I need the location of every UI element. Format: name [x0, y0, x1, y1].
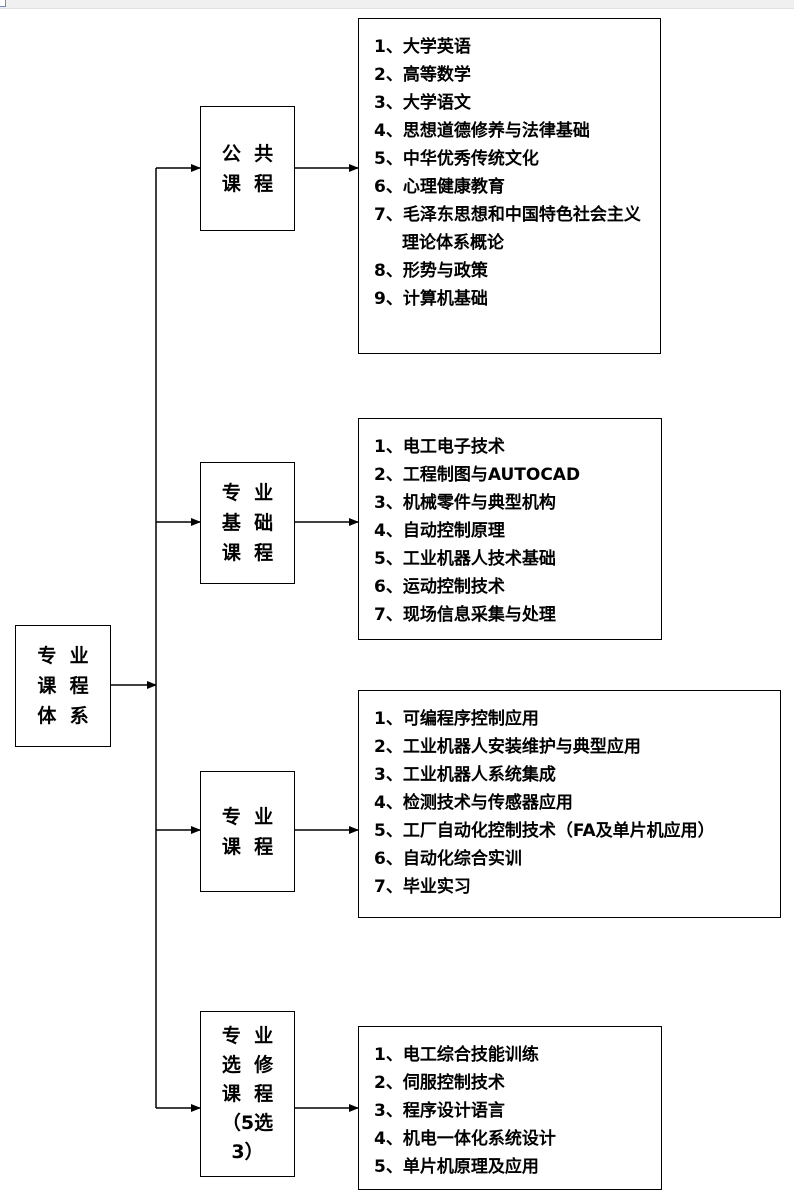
list-item: 7、毕业实习: [374, 877, 471, 897]
category-box-public-courses: 公 共 课 程: [200, 106, 295, 231]
list-item: 3、机械零件与典型机构: [374, 493, 556, 513]
list-item: 3、程序设计语言: [374, 1101, 505, 1121]
list-item: 1、大学英语: [374, 37, 471, 57]
list-item: 3、大学语文: [374, 93, 471, 113]
category-box-basic-courses: 专 业 基 础 课 程: [200, 462, 295, 584]
list-item: 5、中华优秀传统文化: [374, 149, 539, 169]
root-line-2: 课 程: [37, 675, 89, 697]
list-item: 5、工厂自动化控制技术（FA及单片机应用）: [374, 821, 715, 841]
list-item: 2、伺服控制技术: [374, 1073, 505, 1093]
category-basic-line-3: 课 程: [221, 542, 274, 564]
category-major-line-2: 课 程: [221, 835, 274, 858]
list-item: 2、工业机器人安装维护与典型应用: [374, 737, 641, 757]
list-item: 5、工业机器人技术基础: [374, 549, 556, 569]
course-list-public: 1、大学英语 2、高等数学 3、大学语文 4、思想道德修养与法律基础 5、中华优…: [358, 18, 661, 354]
top-toolbar-strip: [0, 0, 794, 9]
list-item: 6、心理健康教育: [374, 177, 505, 197]
list-item: 1、电工电子技术: [374, 437, 505, 457]
list-item: 7、现场信息采集与处理: [374, 605, 556, 625]
list-item: 2、高等数学: [374, 65, 471, 85]
category-elective-line-1: 专 业: [221, 1024, 274, 1047]
category-elective-line-5: 3）: [231, 1140, 264, 1163]
list-item: 4、机电一体化系统设计: [374, 1129, 556, 1149]
root-line-1: 专 业: [37, 645, 89, 667]
category-basic-line-2: 基 础: [221, 512, 274, 534]
list-item: 1、电工综合技能训练: [374, 1045, 539, 1065]
course-list-elective: 1、电工综合技能训练 2、伺服控制技术 3、程序设计语言 4、机电一体化系统设计…: [358, 1026, 662, 1190]
corner-marker-icon: [0, 0, 6, 7]
list-item: 1、可编程序控制应用: [374, 709, 539, 729]
course-list-basic: 1、电工电子技术 2、工程制图与AUTOCAD 3、机械零件与典型机构 4、自动…: [358, 418, 662, 640]
list-item: 8、形势与政策: [374, 261, 488, 281]
list-item: 2、工程制图与AUTOCAD: [374, 465, 581, 485]
category-major-line-1: 专 业: [221, 805, 274, 828]
category-elective-line-3: 课 程: [221, 1082, 274, 1105]
list-item: 9、计算机基础: [374, 289, 488, 309]
course-list-major: 1、可编程序控制应用 2、工业机器人安装维护与典型应用 3、工业机器人系统集成 …: [358, 690, 781, 918]
root-box-professional-curriculum: 专 业 课 程 体 系: [15, 625, 111, 747]
list-item: 5、单片机原理及应用: [374, 1157, 539, 1177]
category-box-elective-courses: 专 业 选 修 课 程 （5选 3）: [200, 1011, 295, 1177]
list-item: 4、思想道德修养与法律基础: [374, 121, 590, 141]
category-elective-line-2: 选 修: [221, 1053, 274, 1076]
category-elective-line-4: （5选: [221, 1111, 274, 1134]
category-box-major-courses: 专 业 课 程: [200, 771, 295, 892]
category-public-line-2: 课 程: [221, 172, 274, 195]
root-line-3: 体 系: [37, 705, 89, 727]
list-item: 4、检测技术与传感器应用: [374, 793, 573, 813]
list-item: 4、自动控制原理: [374, 521, 505, 541]
list-item: 6、运动控制技术: [374, 577, 505, 597]
category-basic-line-1: 专 业: [221, 482, 274, 504]
list-item: 3、工业机器人系统集成: [374, 765, 556, 785]
list-item: 7、毛泽东思想和中国特色社会主义理论体系概论: [374, 205, 641, 253]
list-item: 6、自动化综合实训: [374, 849, 522, 869]
category-public-line-1: 公 共: [221, 142, 274, 165]
